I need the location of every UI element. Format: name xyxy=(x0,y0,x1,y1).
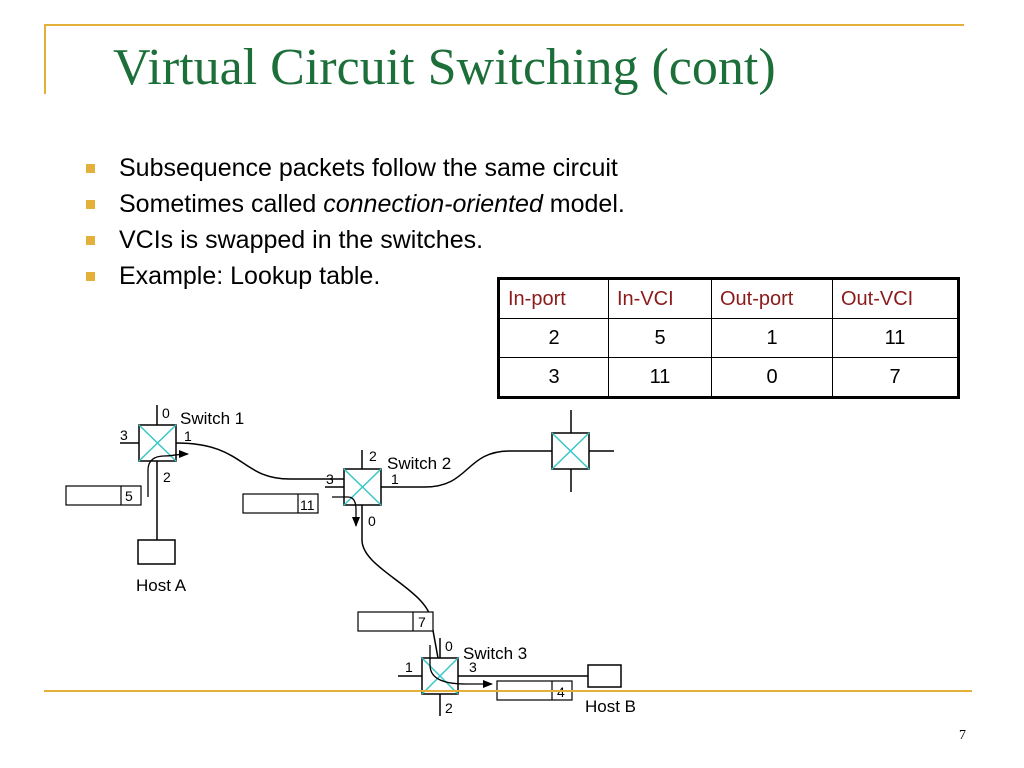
port-label: 3 xyxy=(120,427,128,443)
packet-vci-label: 4 xyxy=(557,684,565,700)
port-label: 0 xyxy=(368,513,376,529)
path-arrow-switch2 xyxy=(332,496,360,527)
table-header-cell: In-port xyxy=(498,278,609,319)
table-header-row: In-port In-VCI Out-port Out-VCI xyxy=(498,278,959,319)
table-cell: 2 xyxy=(498,318,609,358)
table-header-cell: In-VCI xyxy=(608,278,712,319)
host-a xyxy=(137,539,176,565)
bullet-list: Subsequence packets follow the same circ… xyxy=(86,150,625,294)
bullet-text: Subsequence packets follow the same circ… xyxy=(119,154,618,182)
host-label: Host B xyxy=(585,697,636,716)
slide-title: Virtual Circuit Switching (cont) xyxy=(113,39,776,96)
switch-label: Switch 2 xyxy=(387,454,451,473)
switch-1 xyxy=(120,405,177,462)
packet-vci-label: 11 xyxy=(300,497,315,513)
port-label: 2 xyxy=(369,448,377,464)
port-label: 1 xyxy=(391,471,399,487)
top-accent-line xyxy=(44,24,964,26)
table-cell: 11 xyxy=(608,357,712,398)
bullet-square-icon xyxy=(86,164,95,173)
path-arrow-switch3 xyxy=(429,645,493,688)
packet-vci-label: 5 xyxy=(125,488,133,504)
port-label: 1 xyxy=(184,428,192,444)
table-cell: 7 xyxy=(832,357,959,398)
table-cell: 3 xyxy=(498,357,609,398)
host-b xyxy=(587,664,622,688)
packet-vci-label: 7 xyxy=(418,614,426,630)
bullet-square-icon xyxy=(86,236,95,245)
port-label: 0 xyxy=(162,405,170,421)
port-label: 3 xyxy=(469,659,477,675)
table-cell: 1 xyxy=(711,318,833,358)
table-cell: 0 xyxy=(711,357,833,398)
switch-label: Switch 1 xyxy=(180,409,244,428)
table-header-cell: Out-VCI xyxy=(832,278,959,319)
table-row: 2 5 1 11 xyxy=(498,318,959,358)
port-label: 3 xyxy=(326,471,334,487)
bullet-text: model. xyxy=(542,190,625,218)
port-label: 1 xyxy=(405,659,413,675)
table-row: 3 11 0 7 xyxy=(498,357,959,398)
port-label: 2 xyxy=(163,469,171,485)
switch-4 xyxy=(551,410,614,492)
page-number: 7 xyxy=(959,728,966,743)
switch-2 xyxy=(325,450,382,506)
packet-2: 11 xyxy=(242,493,319,514)
link-switch1-switch2 xyxy=(175,442,344,480)
bullet-item: VCIs is swapped in the switches. xyxy=(86,222,625,258)
bullet-emphasis: connection-oriented xyxy=(323,190,543,218)
packet-1: 5 xyxy=(65,485,142,506)
switch-label: Switch 3 xyxy=(463,644,527,663)
bullet-item: Example: Lookup table. xyxy=(86,258,625,294)
packet-3: 7 xyxy=(357,611,434,632)
bullet-item: Sometimes called connection-oriented mod… xyxy=(86,186,625,222)
path-arrow-switch1 xyxy=(147,450,189,497)
host-label: Host A xyxy=(136,576,187,595)
bullet-text: Example: Lookup table. xyxy=(119,262,381,290)
bullet-square-icon xyxy=(86,272,95,281)
table-cell: 11 xyxy=(832,318,959,358)
left-accent-line xyxy=(44,24,46,94)
bullet-text: VCIs is swapped in the switches. xyxy=(119,226,484,254)
bullet-square-icon xyxy=(86,200,95,209)
lookup-table: In-port In-VCI Out-port Out-VCI 2 5 1 11… xyxy=(497,277,960,399)
port-label: 0 xyxy=(445,638,453,654)
port-label: 2 xyxy=(445,700,453,716)
bottom-accent-line xyxy=(44,690,972,692)
switch-3 xyxy=(398,638,459,716)
table-header-cell: Out-port xyxy=(711,278,833,319)
bullet-text: Sometimes called xyxy=(119,190,324,218)
link-switch2-switch4 xyxy=(381,450,552,488)
bullet-item: Subsequence packets follow the same circ… xyxy=(86,150,625,186)
